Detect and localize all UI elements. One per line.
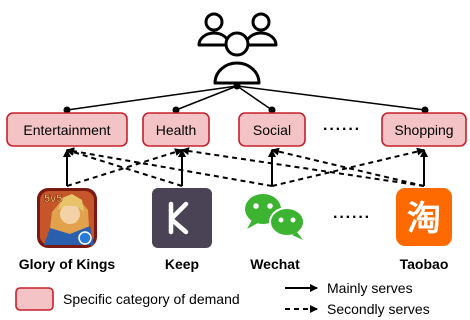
users-group-icon [197, 12, 278, 85]
category-entertainment: Entertainment [6, 112, 128, 147]
secondly-serves-arrows [66, 147, 425, 187]
category-social: Social [238, 112, 306, 147]
legend-category-swatch [15, 287, 54, 311]
wechat-icon [245, 194, 305, 240]
app-label-taobao: Taobao [400, 256, 449, 272]
category-ellipsis: ······ [323, 121, 361, 138]
user-left-icon [197, 12, 231, 47]
app-label-glory-of-kings: Glory of Kings [19, 256, 116, 272]
category-label: Shopping [394, 122, 453, 138]
user-center-icon [213, 31, 261, 85]
legend: Specific category of demand Mainly serve… [15, 280, 430, 317]
game-badge-text: 5v5 [44, 193, 62, 205]
user-right-icon [244, 12, 278, 47]
taobao-icon: 淘 [396, 188, 452, 246]
link-dots [63, 82, 429, 114]
keep-icon [152, 188, 212, 248]
app-label-wechat: Wechat [250, 256, 300, 272]
app-ellipsis: ······ [333, 209, 371, 226]
taobao-char: 淘 [407, 199, 441, 239]
legend-mainly-serves: Mainly serves [327, 280, 413, 296]
legend-secondly-serves: Secondly serves [327, 301, 430, 317]
glory-of-kings-icon: 5v5 [37, 188, 97, 248]
legend-category-label: Specific category of demand [63, 291, 240, 307]
mainly-serves-arrows [63, 149, 428, 186]
app-label-keep: Keep [165, 256, 199, 272]
category-health: Health [142, 112, 210, 147]
user-links [66, 85, 426, 111]
category-label: Entertainment [23, 122, 110, 138]
category-shopping: Shopping [381, 112, 467, 147]
category-label: Social [253, 122, 291, 138]
category-label: Health [156, 122, 196, 138]
